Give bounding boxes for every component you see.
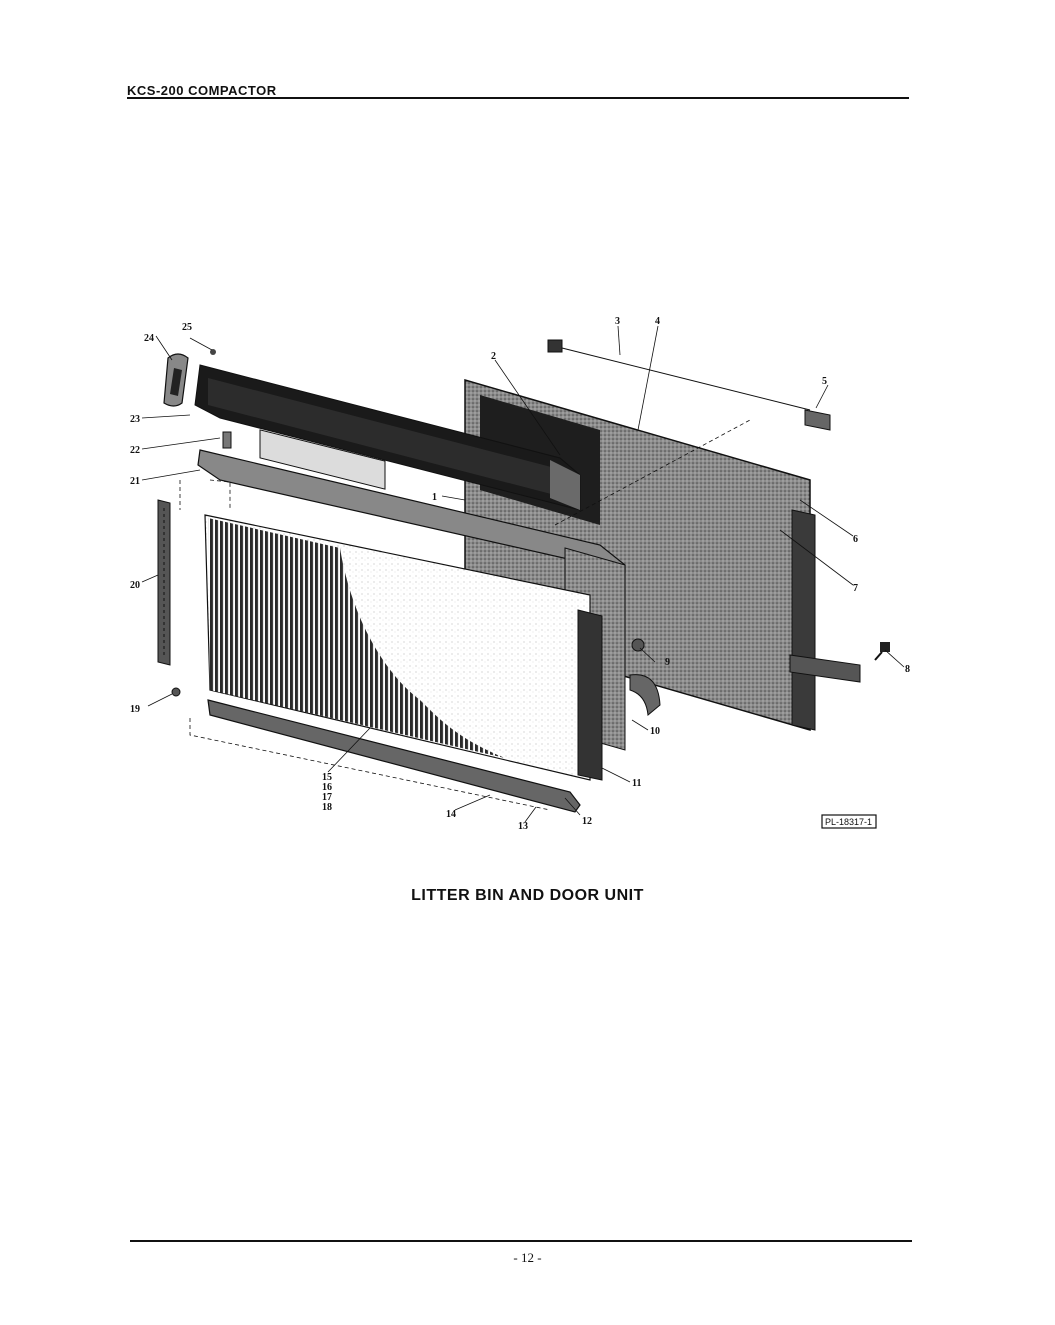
door-front-panel — [204, 514, 591, 781]
callout-22: 22 — [130, 445, 140, 456]
callout-19: 19 — [130, 704, 140, 715]
screw-19 — [171, 687, 181, 697]
hose-part — [629, 674, 661, 716]
callout-16: 16 — [322, 782, 332, 793]
exploded-parts-diagram: 1 2 3 4 5 6 7 8 9 10 11 12 13 14 15 16 1… — [120, 310, 920, 850]
callout-4: 4 — [655, 316, 660, 327]
callout-labels: 1 2 3 4 5 6 7 8 9 10 11 12 13 14 15 16 1… — [130, 316, 910, 832]
callout-18: 18 — [322, 802, 332, 813]
screw-25 — [210, 349, 216, 355]
drawing-id: PL-18317-1 — [825, 817, 872, 827]
page-number: - 12 - — [513, 1250, 542, 1265]
drawing-id-box: PL-18317-1 — [821, 814, 877, 829]
assembly-lines — [179, 419, 751, 811]
callout-9: 9 — [665, 657, 670, 668]
callout-13: 13 — [518, 821, 528, 832]
callout-23: 23 — [130, 414, 140, 425]
callout-21: 21 — [130, 476, 140, 487]
callout-15: 15 — [322, 772, 332, 783]
bracket-part — [547, 339, 563, 353]
callout-12: 12 — [582, 816, 592, 827]
callout-2: 2 — [491, 351, 496, 362]
side-trim — [577, 609, 603, 781]
callout-24: 24 — [144, 333, 154, 344]
header-rule — [127, 97, 909, 99]
callout-11: 11 — [632, 778, 641, 789]
figure-caption: LITTER BIN AND DOOR UNIT — [411, 887, 644, 904]
callout-14: 14 — [446, 809, 456, 820]
door-handle-part — [163, 353, 189, 407]
leader-lines — [141, 325, 905, 823]
callout-3: 3 — [615, 316, 620, 327]
callout-17: 17 — [322, 792, 332, 803]
left-rail — [157, 499, 171, 666]
screw-22 — [222, 431, 232, 449]
callout-20: 20 — [130, 580, 140, 591]
callout-25: 25 — [182, 322, 192, 333]
bottom-trim — [207, 699, 581, 813]
callout-7: 7 — [853, 583, 858, 594]
control-header-panel — [194, 364, 581, 511]
grommet-part — [631, 638, 645, 652]
knob-part — [874, 642, 890, 661]
callout-10: 10 — [650, 726, 660, 737]
footer-rule — [130, 1240, 912, 1242]
callout-5: 5 — [822, 376, 827, 387]
callout-1: 1 — [432, 492, 437, 503]
callout-6: 6 — [853, 534, 858, 545]
page-header-title: KCS-200 COMPACTOR — [127, 83, 277, 98]
hinge-part — [804, 409, 831, 431]
callout-8: 8 — [905, 664, 910, 675]
